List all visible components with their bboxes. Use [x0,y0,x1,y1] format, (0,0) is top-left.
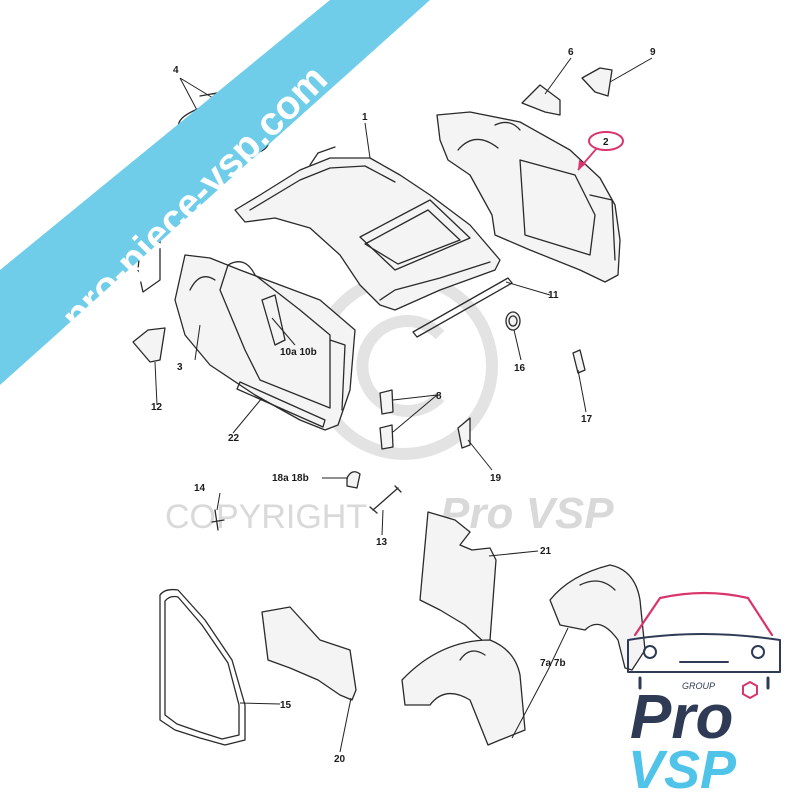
label-13: 13 [376,537,388,548]
label-16: 16 [514,363,526,374]
label-7: 7a 7b [540,658,566,669]
part-19-trim [457,417,471,449]
part-6-window [521,84,561,116]
label-14: 14 [194,483,206,494]
part-20-trim-panel [261,606,357,701]
part-2-right-side-panel [436,111,621,283]
brand-logo: GROUP Pro VSP [627,591,781,800]
part-1-roof [234,146,501,311]
car-outline-icon [627,591,781,690]
banner-stripe [0,0,430,385]
copyright-c-icon [356,315,445,417]
label-10: 10a 10b [280,347,317,358]
part-16-cap [505,311,521,331]
logo-pro-text: Pro [630,683,733,752]
label-11: 11 [548,290,559,301]
label-22: 22 [228,433,240,444]
part-8-clips [379,389,394,450]
logo-vsp-text: VSP [628,740,737,800]
brand-watermark-text: Pro VSP [440,489,614,538]
part-14-clip [211,509,225,531]
hex-nut-icon [742,680,758,700]
label-8: 8 [436,391,442,402]
label-19: 19 [490,473,502,484]
part-12-window [132,327,166,363]
label-1: 1 [362,112,368,123]
label-6: 6 [568,47,574,58]
part-13-rod [369,485,402,514]
part-3-left-side-panel [174,254,356,431]
label-3: 3 [177,362,183,373]
part-7-wheel-arch-liners [401,564,646,746]
label-17: 17 [581,414,593,425]
label-12: 12 [151,402,163,413]
label-21: 21 [540,546,552,557]
part-18-cap [346,471,361,489]
logo-group-text: GROUP [682,681,715,691]
callout-labels: 1 2 3 4 5 6 7a 7b 8 9 10a 10b 11 12 13 1… [144,47,656,765]
part-17-bracket [572,349,586,374]
label-9: 9 [650,47,656,58]
part-11-seal-strip [412,277,513,338]
leader-lines [149,57,653,753]
highlight-part-2 [577,131,624,171]
label-4: 4 [173,65,179,76]
label-15: 15 [280,700,292,711]
part-22-sill-strip [236,381,326,428]
label-2: 2 [603,137,609,148]
copyright-text: COPYRIGHT [165,498,367,536]
part-21-insulation [419,511,497,643]
part-9-window [581,67,613,97]
part-15-door-seal [159,588,246,746]
label-18: 18a 18b [272,473,309,484]
label-20: 20 [334,754,346,765]
